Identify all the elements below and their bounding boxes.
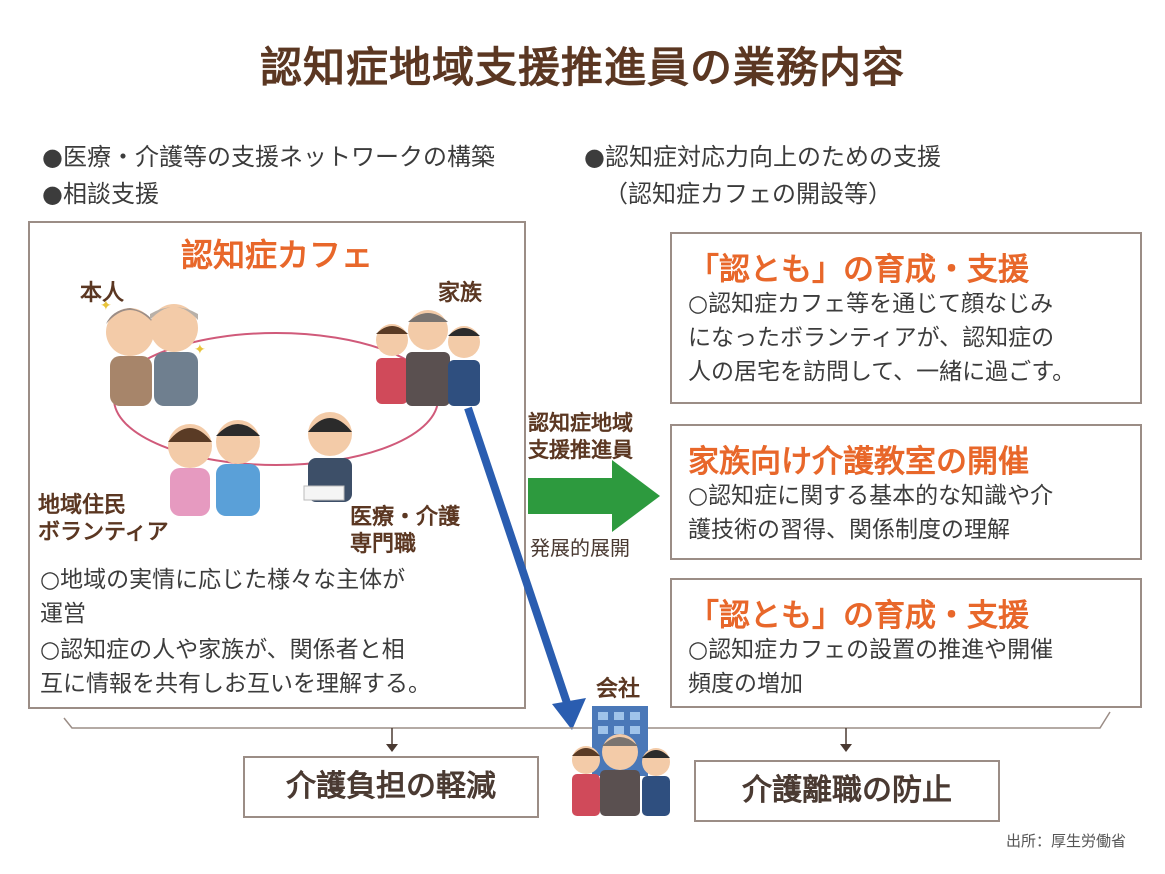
arrow-caption: 発展的展開 <box>530 536 630 560</box>
panel-2-line-1: ○認知症に関する基本的な知識や介 <box>688 483 1054 509</box>
label-family: 家族 <box>438 281 483 306</box>
panel-1-line-3: 人の居宅を訪問して、一緒に過ごす。 <box>688 359 1076 385</box>
result-turnover-prevention: 介護離職の防止 <box>694 760 1000 822</box>
panel-3-line-2: 頻度の増加 <box>688 671 803 697</box>
arrow-label-2: 支援推進員 <box>528 438 633 462</box>
page-title: 認知症地域支援推進員の業務内容 <box>259 43 905 92</box>
cafe-text-1a: ○地域の実情に応じた様々な主体が <box>40 567 406 593</box>
cafe-text-2b: 互に情報を共有しお互いを理解する。 <box>40 671 431 697</box>
panel-nintomo-1: 「認とも」の育成・支援 ○認知症カフェ等を通じて顔なじみ になったボランティアが… <box>670 232 1142 404</box>
elderly-couple-illustration: ✦✦ <box>100 298 206 406</box>
bracket-line <box>63 711 1111 729</box>
down-arrow-left <box>386 744 398 752</box>
svg-text:✦: ✦ <box>100 298 112 314</box>
medical-staff-illustration <box>303 412 352 502</box>
cafe-text-2a: ○認知症の人や家族が、関係者と相 <box>40 637 405 663</box>
bullet-capacity: ●認知症対応力向上のための支援 <box>584 143 941 171</box>
green-arrow-head <box>612 460 660 532</box>
label-medical-2: 専門職 <box>350 532 417 557</box>
label-self: 本人 <box>80 281 125 306</box>
blue-arrow-shaft <box>464 406 572 708</box>
panel-1-line-1: ○認知症カフェ等を通じて顔なじみ <box>688 291 1054 317</box>
cafe-heading: 認知症カフェ <box>180 236 373 274</box>
source-note: 出所：厚生労働省 <box>1006 832 1127 850</box>
panel-family-class: 家族向け介護教室の開催 ○認知症に関する基本的な知識や介 護技術の習得、関係制度… <box>670 424 1142 560</box>
volunteer-couple-illustration <box>168 420 260 516</box>
panel-3-line-1: ○認知症カフェの設置の推進や開催 <box>688 637 1054 663</box>
label-volunteer-1: 地域住民 <box>38 493 127 518</box>
green-arrow-shaft <box>528 478 614 514</box>
panel-1-heading: 「認とも」の育成・支援 <box>688 252 1029 288</box>
cafe-text-1b: 運営 <box>40 601 86 627</box>
bullet-consult: ●相談支援 <box>42 180 159 208</box>
panel-2-line-2: 護技術の習得、関係制度の理解 <box>688 517 1010 543</box>
company-label: 会社 <box>596 677 641 702</box>
bullet-capacity-sub: （認知症カフェの開設等） <box>604 180 892 208</box>
family-illustration <box>376 310 480 406</box>
bullet-network: ●医療・介護等の支援ネットワークの構築 <box>42 143 495 171</box>
svg-text:✦: ✦ <box>194 342 206 358</box>
blue-arrow-head <box>552 698 586 730</box>
panel-nintomo-2: 「認とも」の育成・支援 ○認知症カフェの設置の推進や開催 頻度の増加 <box>670 578 1142 708</box>
label-medical-1: 医療・介護 <box>350 505 461 530</box>
label-volunteer-2: ボランティア <box>38 520 169 545</box>
result-burden-reduction: 介護負担の軽減 <box>243 756 539 818</box>
company-illustration <box>572 706 670 816</box>
down-arrow-right <box>840 744 852 752</box>
panel-2-heading: 家族向け介護教室の開催 <box>688 444 1029 480</box>
arrow-label-1: 認知症地域 <box>528 411 633 435</box>
panel-1-line-2: になったボランティアが、認知症の <box>688 325 1055 351</box>
panel-3-heading: 「認とも」の育成・支援 <box>688 598 1029 634</box>
